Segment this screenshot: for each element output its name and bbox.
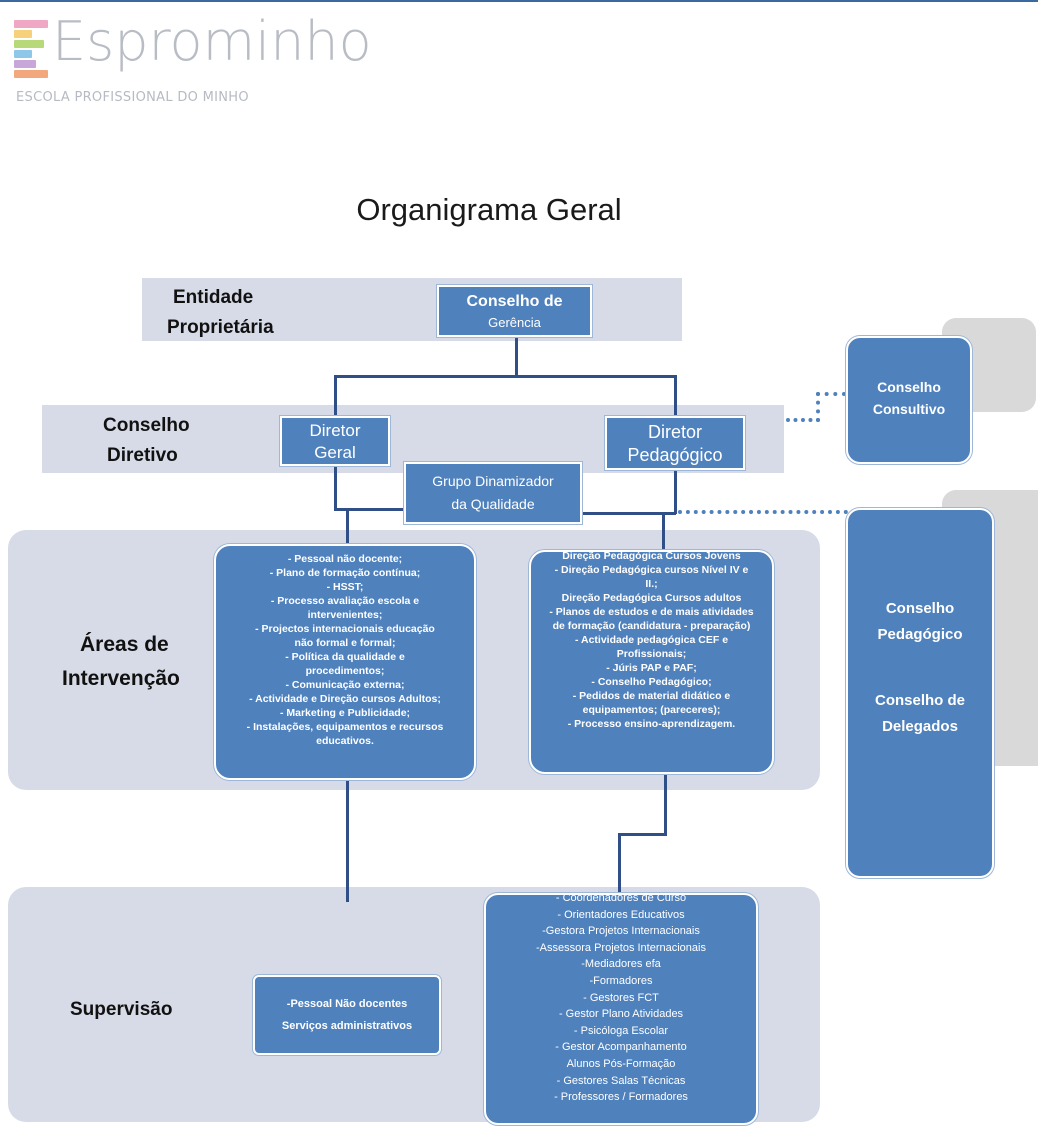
- dotted-connector-consultivo: [786, 392, 848, 424]
- node-conselho-consultivo: Conselho Consultivo: [846, 336, 972, 464]
- connector-left-drop: [334, 375, 337, 417]
- label-supervisao: Supervisão: [70, 999, 173, 1020]
- areas-left-item: - Comunicação externa;: [285, 679, 405, 691]
- areas-left-item: - Processo avaliação escola e: [270, 595, 420, 607]
- areas-right-item: - Planos de estudos e de mais atividades: [549, 606, 754, 618]
- areas-right-item: - Processo ensino-aprendizagem.: [567, 718, 736, 730]
- conselho-delegados-label: Conselho de Delegados: [874, 692, 965, 735]
- areas-right-item: Direção Pedagógica Cursos adultos: [561, 592, 742, 604]
- areas-left-item: - Instalações, equipamentos e recursos: [246, 721, 444, 733]
- connector-right-drop: [674, 375, 677, 415]
- esprominho-logo: Esprominho ESCOLA PROFISSIONAL DO MINHO: [14, 10, 372, 112]
- supervisao-right-item: -Mediadores efa: [581, 958, 661, 971]
- supervisao-right-item: - Gestor Acompanhamento: [555, 1041, 687, 1054]
- connector-geral-down: [334, 464, 337, 510]
- connector-geral-areas: [346, 508, 349, 550]
- connector-supervisao-right-drop: [618, 833, 621, 897]
- areas-right-item: - Direção Pedagógica cursos Nível IV e: [554, 564, 749, 576]
- supervisao-right-item: Alunos Pós-Formação: [566, 1057, 676, 1070]
- areas-left-list: - Pessoal não docente; - Plano de formaçã…: [214, 544, 476, 780]
- areas-left-item: - HSST;: [326, 581, 364, 593]
- supervisao-right-item: -Formadores: [589, 974, 653, 987]
- areas-left-item: intervenientes;: [307, 609, 383, 621]
- page-title: Organigrama Geral: [356, 192, 622, 227]
- supervisao-right-item: - Gestor Plano Atividades: [558, 1008, 684, 1021]
- dotted-connector-pedagogico: [678, 510, 848, 514]
- supervisao-right-item: - Gestores Salas Técnicas: [556, 1074, 686, 1087]
- supervisao-right-item: - Orientadores Educativos: [557, 908, 685, 921]
- logo-color-bars-icon: [14, 20, 50, 78]
- supervisao-right-list: - Coordenadores de Curso - Orientadores E…: [484, 892, 758, 1125]
- areas-right-item: - Conselho Pedagógico;: [591, 676, 712, 688]
- connector-areas-left-down: [346, 780, 349, 902]
- areas-left-item: - Marketing e Publicidade;: [279, 707, 411, 719]
- areas-right-item: de formação (candidatura - preparação): [552, 620, 751, 632]
- areas-right-item: Direção Pedagógica Cursos Jovens: [562, 550, 741, 562]
- areas-left-item: procedimentos;: [305, 665, 385, 677]
- areas-right-item: - Pedidos de material didático e: [572, 690, 731, 702]
- logo-subtitle: ESCOLA PROFISSIONAL DO MINHO: [16, 90, 249, 105]
- connector-pedagogico-down: [674, 468, 677, 514]
- supervisao-right-item: - Coordenadores de Curso: [555, 892, 687, 904]
- areas-right-item: II.;: [645, 578, 658, 590]
- areas-right-list: Direção Pedagógica Cursos Jovens - Direçã…: [529, 550, 774, 774]
- areas-left-item: - Política da qualidade e: [285, 651, 405, 663]
- connector-geral-grupo: [334, 508, 410, 511]
- connector-grupo-pedagogico: [582, 512, 676, 515]
- supervisao-right-item: -Assessora Projetos Internacionais: [536, 941, 706, 954]
- areas-left-item: não formal e formal;: [294, 637, 396, 649]
- connector-areas-right-horizontal: [618, 833, 667, 836]
- supervisao-right-item: - Professores / Formadores: [554, 1091, 688, 1104]
- areas-left-item: - Actividade e Direção cursos Adultos;: [249, 693, 441, 705]
- supervisao-left-item: -Pessoal Não docentes: [286, 998, 408, 1010]
- connector-gerencia-down: [515, 338, 518, 376]
- areas-right-item: Profissionais;: [616, 648, 687, 660]
- node-conselho-pedagogico-delegados: Conselho Pedagógico Conselho de Delegado…: [846, 508, 994, 878]
- areas-right-item: equipamentos; (pareceres);: [582, 704, 721, 716]
- label-conselho-diretivo: Conselho Diretivo: [103, 415, 190, 466]
- supervisao-right-item: - Gestores FCT: [583, 991, 659, 1004]
- conselho-pedagogico-label: Conselho Pedagógico: [877, 600, 963, 643]
- supervisao-left-item: Serviços administrativos: [281, 1020, 413, 1032]
- logo-name: Esprominho: [52, 10, 372, 73]
- connector-pedagogico-areas: [662, 512, 665, 554]
- connector-horizontal-top: [334, 375, 677, 378]
- areas-left-item: - Pessoal não docente;: [287, 553, 403, 565]
- top-border-line: [0, 0, 1038, 2]
- node-conselho-gerencia: Conselho de Gerência: [437, 285, 592, 337]
- band-entidade-proprietaria: [142, 278, 682, 341]
- areas-right-item: - Júris PAP e PAF;: [606, 662, 697, 674]
- connector-areas-right-down: [664, 772, 667, 836]
- supervisao-right-item: - Psicóloga Escolar: [573, 1024, 669, 1037]
- label-areas-intervencao: Áreas de Intervenção: [62, 633, 180, 690]
- label-entidade-proprietaria: Entidade Proprietária: [167, 287, 274, 338]
- areas-left-item: - Plano de formação contínua;: [269, 567, 421, 579]
- supervisao-right-item: -Gestora Projetos Internacionais: [542, 925, 700, 938]
- node-diretor-geral: Diretor Geral: [280, 416, 390, 466]
- node-diretor-pedagogico: Diretor Pedagógico: [605, 416, 745, 470]
- areas-right-item: - Actividade pedagógica CEF e: [574, 634, 729, 646]
- areas-left-item: educativos.: [316, 735, 374, 747]
- node-grupo-dinamizador: Grupo Dinamizador da Qualidade: [404, 462, 582, 524]
- areas-left-item: - Projectos internacionais educação: [255, 623, 435, 635]
